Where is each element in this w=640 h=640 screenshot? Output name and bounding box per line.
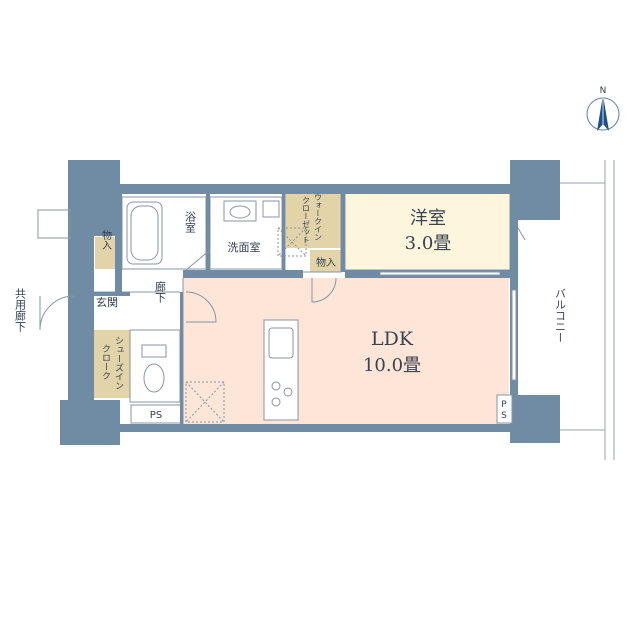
storage-left-fill [95, 237, 115, 269]
ldk-floor [183, 278, 509, 424]
walkin-closet-label-2: クローゼット [302, 196, 311, 244]
bedroom-floor [345, 188, 510, 270]
bedroom-label: 洋室 [410, 208, 446, 229]
kitchen-counter [263, 319, 299, 421]
shoes-closet-label-1: シューズイン [113, 336, 124, 390]
ldk-label: LDK [371, 328, 414, 350]
entrance-label: 玄関 [96, 295, 118, 309]
windows [379, 271, 517, 381]
storage-left-label: 物入 [100, 229, 112, 250]
shoes-closet-fill [92, 330, 130, 398]
balcony-rail [560, 160, 615, 460]
ps-right-label-2: S [501, 411, 507, 421]
bedroom-size-label: 3.0畳 [405, 233, 452, 254]
compass-icon: N [586, 86, 620, 131]
door-swings [39, 227, 526, 331]
meter-box [37, 209, 71, 239]
walkin-closet-label-1: ウォークイン [314, 193, 323, 241]
corridor-label: 共用廊下 [14, 288, 27, 333]
storage-right-label: 物入 [316, 256, 336, 269]
washroom-label: 洗面室 [228, 240, 261, 254]
bathtub-icon [126, 201, 163, 265]
washer-area [262, 200, 307, 257]
hallway-label: 廊下 [154, 280, 167, 304]
toilet-icon [141, 344, 167, 393]
sink-icon [223, 200, 257, 222]
compass-label: N [600, 86, 607, 96]
shoes-closet-label-2: クローク [100, 344, 110, 380]
ps-bottom-label: PS [150, 410, 162, 421]
ps-right-box: P S [496, 394, 513, 424]
walkin-closet-fill [285, 190, 341, 248]
storage-right-fill [310, 250, 341, 272]
balcony-label: バルコニー [554, 288, 567, 343]
ldk-size-label: 10.0畳 [363, 355, 421, 376]
ps-right-label-1: P [501, 400, 507, 410]
floor-storage-hatch [185, 381, 225, 423]
bath-label: 浴室 [184, 211, 197, 233]
